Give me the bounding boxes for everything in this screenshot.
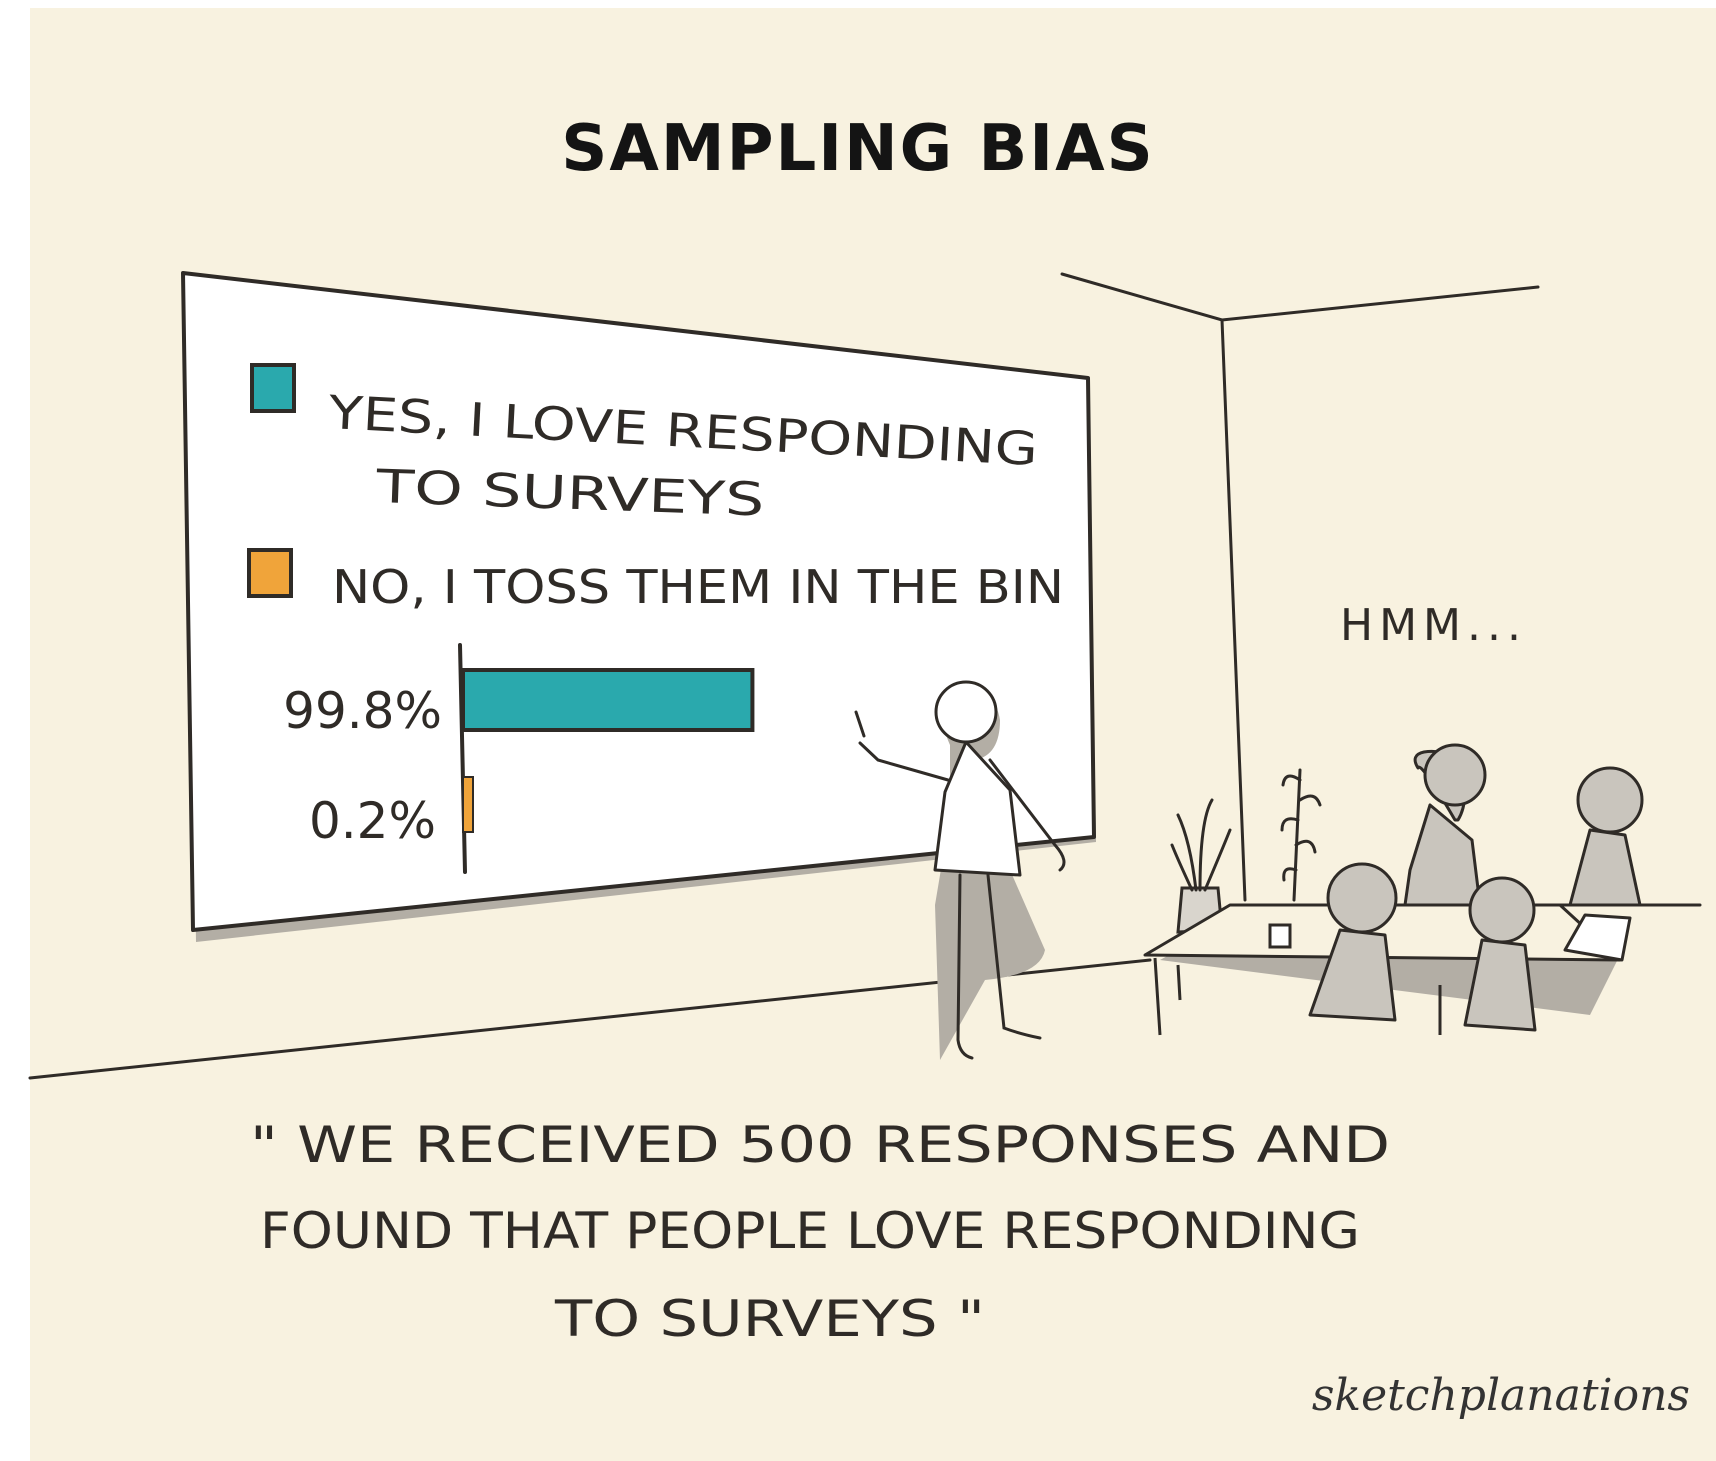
caption-line-1: " WE RECEIVED 500 RESPONSES AND [250, 1116, 1390, 1174]
audience-speech: HMM... [1340, 600, 1527, 651]
legend-swatch-no [247, 548, 293, 598]
legend-swatch-yes [250, 363, 296, 413]
chart-value-label-yes: 99.8% [283, 682, 442, 740]
chart-axis [458, 643, 467, 874]
chart-bar-yes [461, 668, 755, 732]
signature: sketchplanations [1312, 1370, 1690, 1421]
caption-line-3: TO SURVEYS " [554, 1290, 985, 1348]
legend-no-label: NO, I TOSS THEM IN THE BIN [332, 560, 1064, 614]
audience [1308, 743, 1644, 1032]
chart-bar-no [462, 776, 474, 833]
caption-line-2: FOUND THAT PEOPLE LOVE RESPONDING [260, 1202, 1360, 1260]
whiteboard [181, 271, 1096, 932]
plant-right [1280, 768, 1322, 902]
chart-value-label-no: 0.2% [309, 792, 436, 850]
presenter-figure [854, 680, 1066, 1060]
title: SAMPLING BIAS [561, 112, 1154, 186]
